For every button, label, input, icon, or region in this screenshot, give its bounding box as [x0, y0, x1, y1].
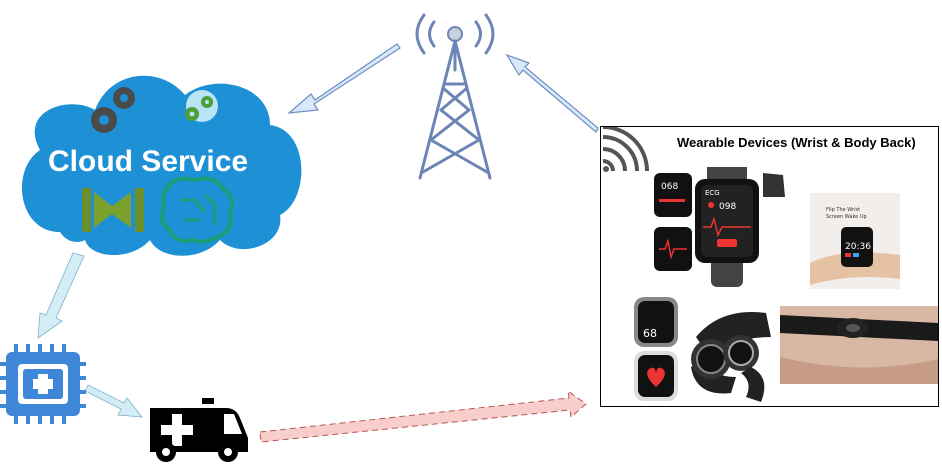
smartwatch-strap-group: [691, 312, 771, 402]
gear-icon: [185, 90, 218, 122]
watch-time: 20:36: [845, 242, 871, 252]
arrow-tower-to-cloud: [287, 43, 401, 114]
wearable-devices-title: Wearable Devices (Wrist & Body Back): [677, 135, 916, 150]
cell-tower-icon: [415, 13, 495, 180]
watch-spo2-value: 098: [719, 202, 736, 212]
arrow-cloud-to-chip: [37, 252, 85, 339]
watch-pulse-value: 68: [643, 327, 657, 340]
cloud-service-label: Cloud Service: [48, 145, 248, 178]
smartwatch-heart-rate-group: 68: [634, 297, 678, 401]
chest-strap-photo: [780, 306, 938, 384]
watch-bp-value: 068: [661, 182, 678, 192]
promo-line-2: Screen Wake Up: [826, 214, 867, 220]
ai-brain-icon: [160, 176, 234, 244]
api-gateway-icon: [82, 188, 144, 232]
medical-chip-icon: [0, 344, 86, 424]
wearable-devices-panel: 068 ECG 098 Flip The Wrist Screen Wake U…: [600, 126, 939, 407]
smartwatch-wrist-photo: Flip The Wrist Screen Wake Up 20:36: [810, 193, 900, 289]
watch-ecg-label: ECG: [705, 189, 720, 197]
smartwatch-ecg-group: 068 ECG 098: [654, 167, 785, 287]
arrow-wearables-to-tower: [505, 53, 599, 133]
wifi-icon: [602, 127, 649, 172]
gear-icon: [91, 87, 135, 133]
arrow-chip-to-ambulance: [84, 384, 143, 418]
wearable-devices-artwork: 068 ECG 098 Flip The Wrist Screen Wake U…: [602, 127, 938, 402]
arrow-ambulance-to-wearables: [259, 389, 587, 443]
ambulance-icon: [150, 398, 248, 462]
promo-line-1: Flip The Wrist: [826, 207, 860, 213]
